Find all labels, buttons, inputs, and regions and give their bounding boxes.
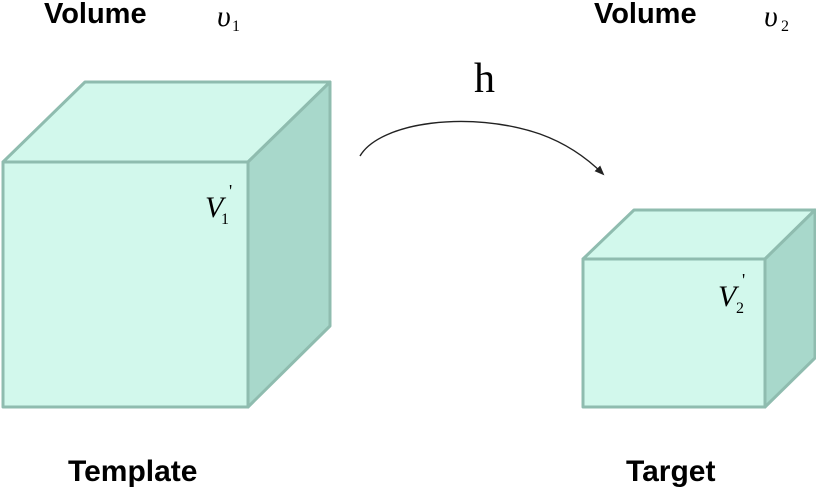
template-cube — [1, 80, 332, 409]
mapping-label: h — [474, 56, 495, 102]
template-volume-label: Volume — [44, 0, 147, 30]
svg-text:υ: υ — [764, 0, 778, 33]
template-volume-symbol: υ 1 — [217, 0, 240, 35]
target-volume-subscript: 2 — [781, 18, 789, 35]
target-region-prime: ' — [742, 270, 745, 290]
target-cube-front-face — [581, 257, 767, 409]
template-region-prime: ' — [229, 181, 232, 201]
template-volume-subscript: 1 — [232, 18, 240, 35]
template-region-subscript: 1 — [221, 211, 229, 228]
template-region-label: V ' 1 — [205, 181, 232, 228]
svg-text:υ: υ — [217, 0, 231, 33]
target-region-label: V ' 2 — [718, 270, 745, 317]
mapping-arrow — [359, 120, 605, 176]
target-volume-symbol: υ 2 — [764, 0, 789, 35]
svg-text:V: V — [205, 191, 227, 224]
template-caption: Template — [68, 455, 197, 488]
svg-text:V: V — [718, 280, 740, 313]
template-cube-front-face — [1, 160, 250, 409]
target-volume-label: Volume — [594, 0, 697, 30]
target-caption: Target — [626, 455, 715, 488]
target-region-subscript: 2 — [736, 300, 744, 317]
target-cube — [581, 208, 816, 409]
